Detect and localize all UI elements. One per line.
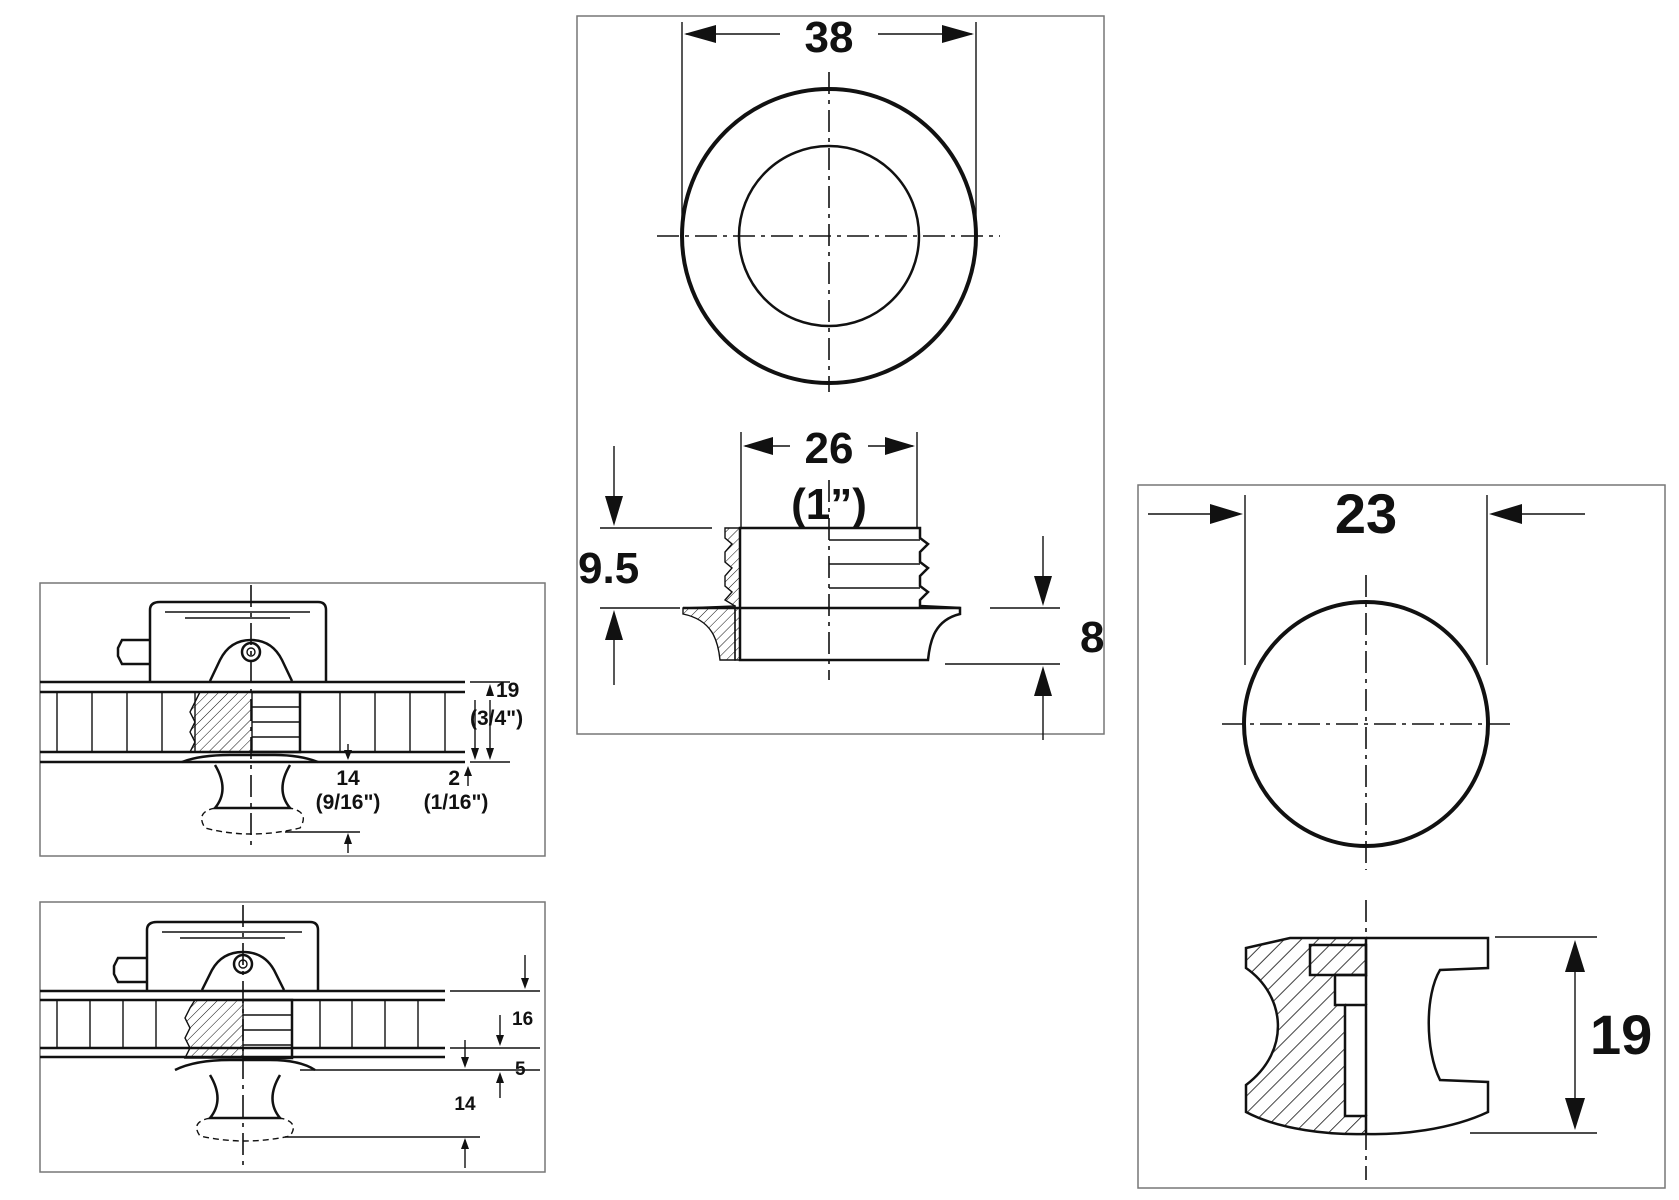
dim-a-protrusion: 14 (336, 767, 360, 790)
dim-b-panel-thickness: 16 (512, 1009, 533, 1030)
grommet-side-view (682, 480, 962, 680)
dim-a-panel-thickness-inch: (3/4") (470, 707, 523, 730)
dim-a-flange-inch: (1/16") (424, 791, 489, 814)
dim-a-flange: 2 (448, 767, 460, 790)
honeycomb-cells-b (56, 1000, 419, 1048)
dim-b-protrusion: 14 (454, 1094, 476, 1115)
install-panel-b: 16 5 14 (39, 901, 546, 1173)
dim-flange-height: 8 (1080, 613, 1104, 662)
dim-knob-diameter: 23 (1335, 482, 1397, 545)
knob-panel-frame (1137, 484, 1666, 1189)
knob-side-view (1244, 900, 1490, 1180)
knob-panel: 23 19 (1137, 482, 1666, 1189)
thread-hatch (723, 527, 741, 661)
dim-bore-diameter: 26 (805, 424, 854, 473)
dim-a-panel-thickness: 19 (496, 679, 519, 702)
dim-b-flange: 5 (515, 1059, 526, 1080)
flange-hatch (682, 605, 736, 661)
grommet-panel-frame (576, 15, 1105, 735)
knob-hatch (1244, 936, 1368, 1136)
dim-height: 9.5 (578, 544, 639, 593)
dim-outer-diameter: 38 (805, 13, 854, 62)
dim-knob-height: 19 (1590, 1003, 1652, 1066)
grommet-panel: 38 26 (1”) 9.5 (576, 13, 1105, 740)
dim-a-protrusion-inch: (9/16") (316, 791, 381, 814)
dim-bore-diameter-inch: (1”) (791, 480, 867, 529)
honeycomb-cells-a (56, 692, 446, 752)
install-b-frame (39, 901, 546, 1173)
install-a-frame (39, 582, 546, 857)
install-panel-a: 19 (3/4") 14 (9/16") 2 (1/16") (39, 582, 546, 857)
